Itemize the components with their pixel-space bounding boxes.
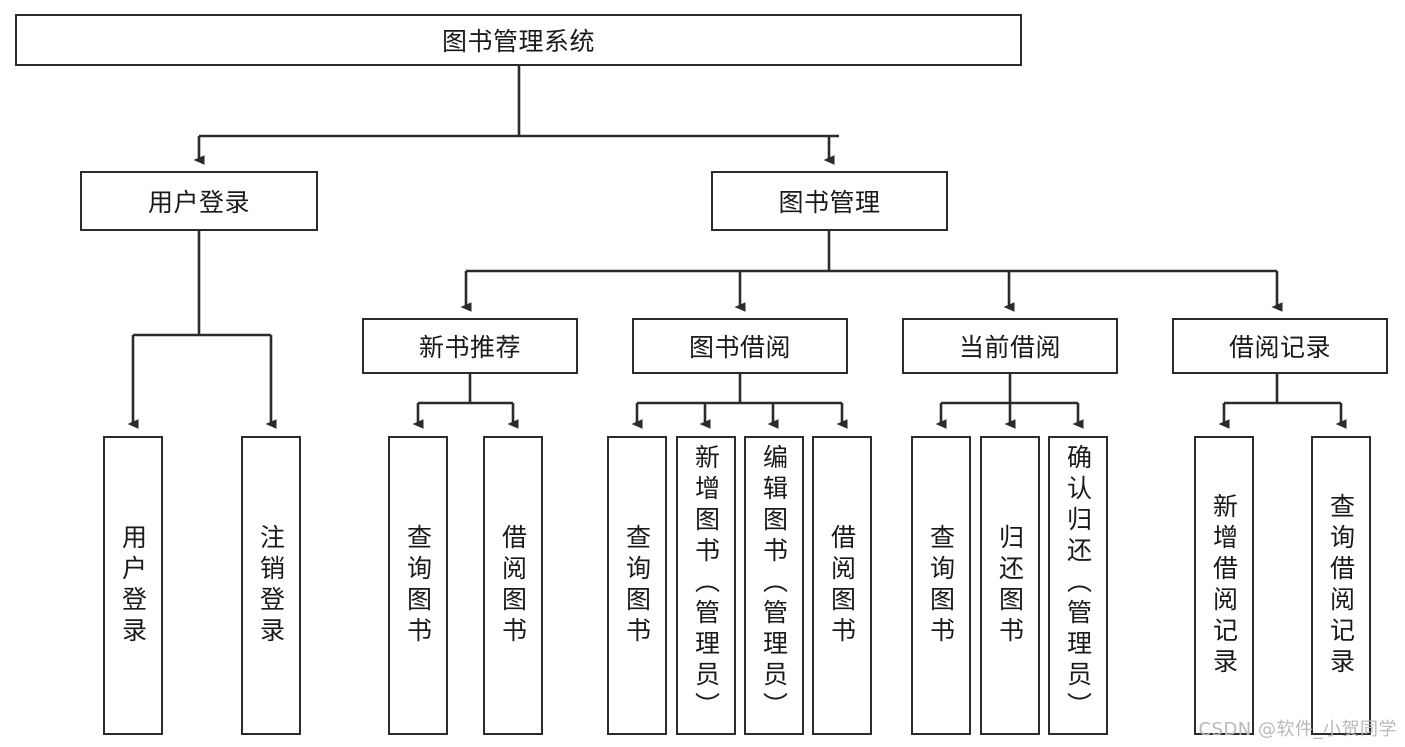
node-label: 图书管理 [778,188,881,217]
leaf-query-books-recommend[interactable]: 查询图书 [388,436,448,735]
leaf-add-book-admin[interactable]: 新增图书（管理员） [676,436,736,735]
node-label: 查询图书 [622,523,652,648]
node-label: 查询图书 [926,523,956,648]
leaf-query-books-current[interactable]: 查询图书 [911,436,971,735]
node-label: 编辑图书（管理员） [759,444,789,723]
node-label: 查询借阅记录 [1326,492,1356,679]
leaf-borrow-books-recommend[interactable]: 借阅图书 [483,436,543,735]
node-label: 新书推荐 [418,333,521,362]
node-user-login[interactable]: 用户登录 [80,171,318,231]
leaf-query-borrow-record[interactable]: 查询借阅记录 [1311,436,1371,735]
leaf-borrow-books[interactable]: 借阅图书 [812,436,872,735]
leaf-return-books[interactable]: 归还图书 [980,436,1040,735]
watermark-text: CSDN @软件_小贺同学 [1198,719,1397,740]
leaf-add-borrow-record[interactable]: 新增借阅记录 [1194,436,1254,735]
node-label: 注销登录 [256,523,286,648]
node-label: 图书管理系统 [441,27,595,56]
node-label: 查询图书 [403,523,433,648]
node-book-management[interactable]: 图书管理 [711,171,948,231]
node-label: 新增借阅记录 [1209,492,1239,679]
node-label: 当前借阅 [958,333,1061,362]
node-label: 新增图书（管理员） [691,444,721,723]
leaf-edit-book-admin[interactable]: 编辑图书（管理员） [744,436,804,735]
leaf-confirm-return-admin[interactable]: 确认归还（管理员） [1048,436,1108,735]
node-book-borrow[interactable]: 图书借阅 [632,318,848,374]
leaf-query-books-borrow[interactable]: 查询图书 [607,436,667,735]
node-current-borrow[interactable]: 当前借阅 [902,318,1118,374]
node-root-book-management-system[interactable]: 图书管理系统 [15,14,1022,66]
node-new-book-recommend[interactable]: 新书推荐 [362,318,578,374]
node-label: 借阅图书 [498,523,528,648]
leaf-user-login[interactable]: 用户登录 [103,436,163,735]
node-label: 借阅记录 [1228,333,1331,362]
node-label: 确认归还（管理员） [1063,444,1093,723]
node-label: 归还图书 [995,523,1025,648]
node-borrow-records[interactable]: 借阅记录 [1172,318,1388,374]
node-label: 借阅图书 [827,523,857,648]
node-label: 用户登录 [147,188,250,217]
node-label: 用户登录 [118,523,148,648]
leaf-logout[interactable]: 注销登录 [241,436,301,735]
node-label: 图书借阅 [688,333,791,362]
